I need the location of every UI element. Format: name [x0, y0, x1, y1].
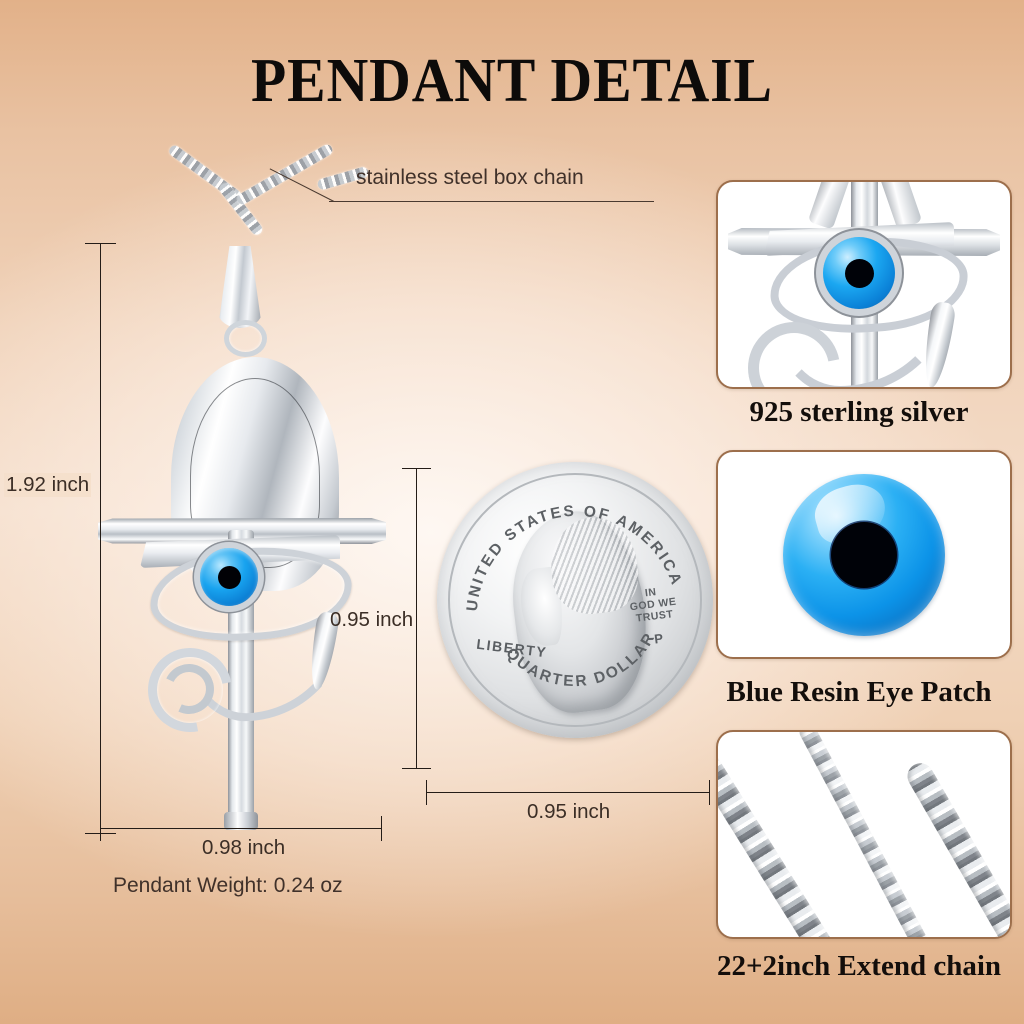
coin-bottom-legend-text: QUARTER DOLLAR [501, 627, 664, 699]
us-quarter-coin: UNITED STATES OF AMERICA QUARTER DOLLAR … [421, 446, 729, 754]
panel1-eye-swoop [776, 278, 954, 387]
ankh-shaft-tip [224, 812, 258, 830]
chain-strand-right [902, 758, 1010, 937]
coin-bottom-legend: QUARTER DOLLAR [501, 627, 664, 699]
panel-caption-extend-chain: 22+2inch Extend chain [716, 950, 1002, 982]
coin-width-label: 0.95 inch [527, 800, 611, 823]
chain-strand-left [718, 734, 863, 937]
coin-legend-arcs: UNITED STATES OF AMERICA QUARTER DOLLAR [452, 490, 685, 699]
chain-strand-middle [796, 732, 953, 937]
panel-caption-blue-resin-eye: Blue Resin Eye Patch [726, 676, 992, 708]
panel-caption-sterling-silver: 925 sterling silver [749, 396, 969, 428]
panel1-pupil [845, 259, 874, 288]
chain-annotation-label: stainless steel box chain [356, 166, 584, 189]
blue-resin-eye-macro [783, 473, 945, 636]
pendant-bail-ring [224, 320, 267, 357]
pendant-bail [218, 246, 262, 328]
pendant-width-label: 0.98 inch [202, 836, 286, 859]
detail-panel-blue-resin-eye [716, 450, 1012, 659]
detail-panel-extend-chain [716, 730, 1012, 939]
pendant-weight-label: Pendant Weight: 0.24 oz [113, 874, 343, 897]
blue-resin-eye [200, 548, 258, 606]
coin-height-label: 0.95 inch [330, 608, 414, 631]
coin-mint-mark: P [653, 630, 666, 647]
detail-panel-sterling-silver [716, 180, 1012, 389]
page-title: PENDANT DETAIL [251, 47, 773, 115]
pendant-height-label: 1.92 inch [4, 473, 92, 497]
chain-leader-line-horizontal [329, 201, 654, 202]
coin-obverse-face: UNITED STATES OF AMERICA QUARTER DOLLAR … [439, 464, 711, 736]
